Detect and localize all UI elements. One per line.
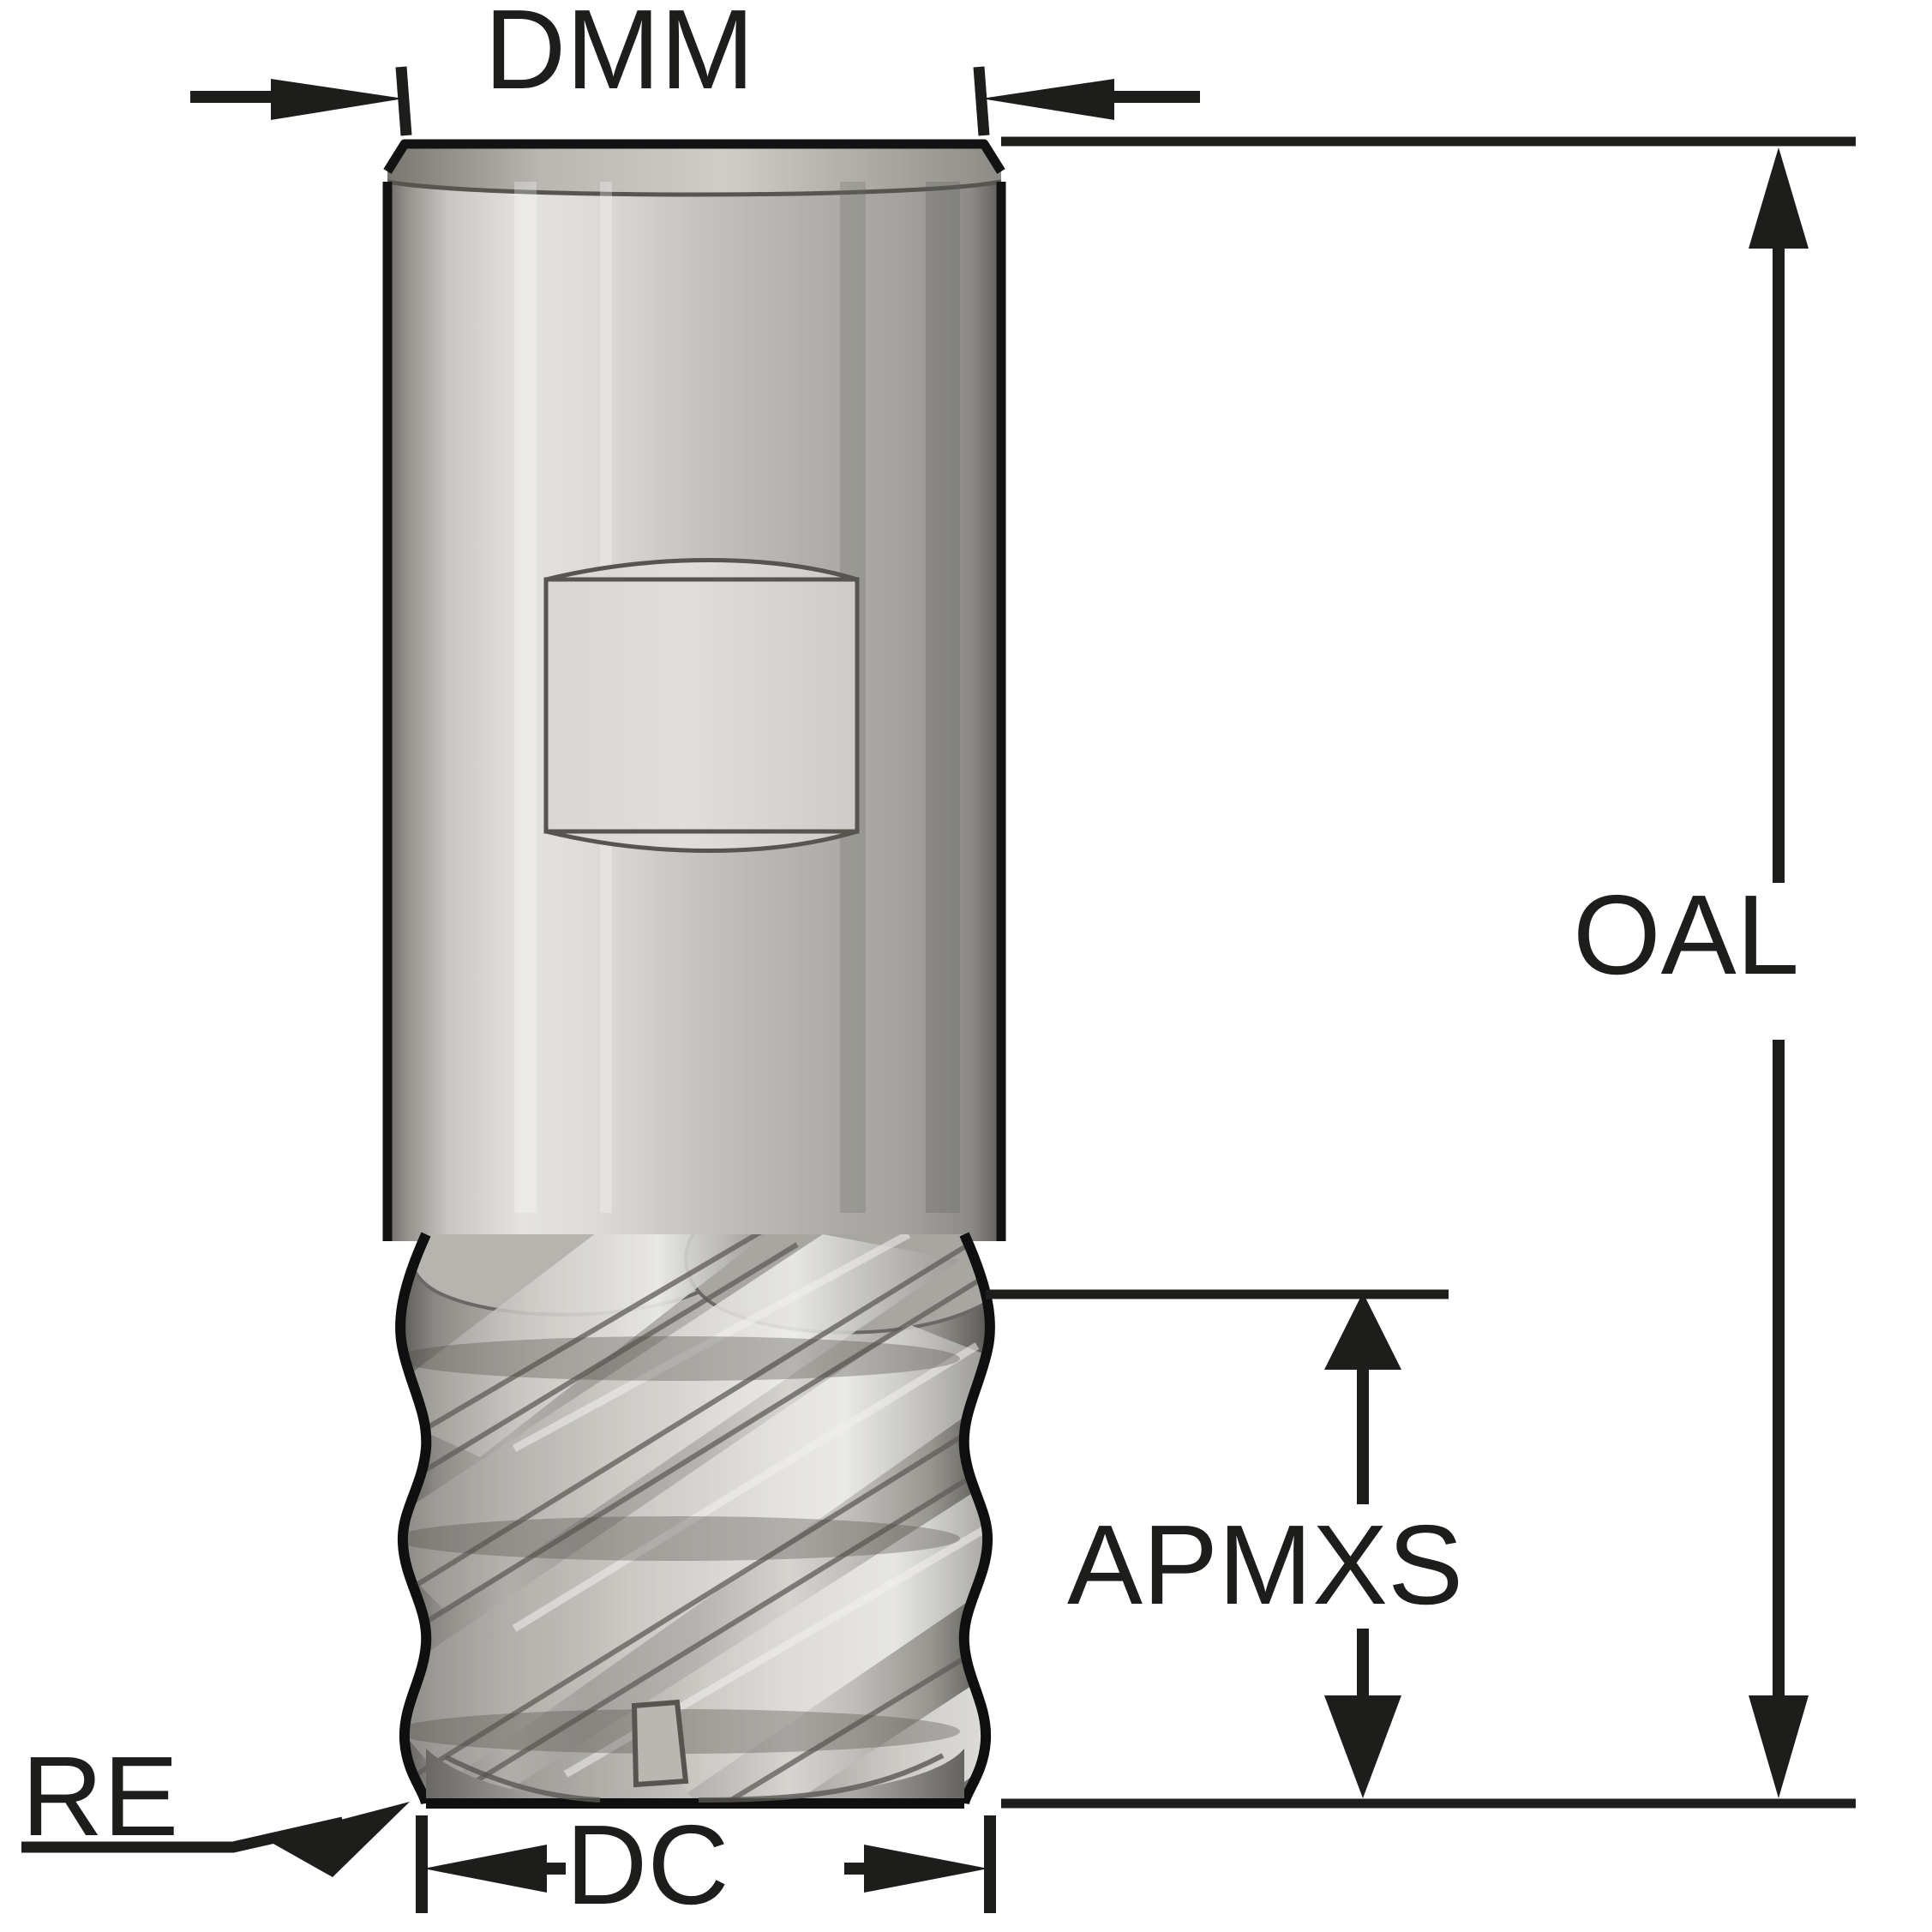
weldon-flat-bottom-curve <box>545 829 858 853</box>
dimension-dmm <box>190 66 1200 136</box>
weldon-flat-detail <box>543 558 860 853</box>
shank-top-face <box>387 144 1001 195</box>
dmm-extension-left <box>395 66 412 136</box>
tip-relief-lines <box>444 1753 945 1803</box>
apmxs-arrow-bottom <box>1324 1695 1401 1798</box>
flute-helix-group <box>400 1234 990 1803</box>
flute-groove-lines <box>400 1234 990 1803</box>
dc-arrow-left <box>423 1845 547 1893</box>
flute-right-profile <box>958 1232 995 1805</box>
dimension-apmxs <box>986 1289 1449 1798</box>
dimension-label-oal: OAL <box>1573 872 1800 998</box>
dimension-re <box>21 1802 410 1877</box>
weldon-flat-top-curve <box>545 558 858 582</box>
tool-cutting-tip <box>426 1699 964 1809</box>
oal-arrow-bottom <box>1749 1695 1809 1798</box>
helix-band-3 <box>400 1324 990 1783</box>
dimension-label-apmxs: APMXS <box>1067 1502 1464 1628</box>
flute-left-profile <box>395 1232 432 1805</box>
shank-top-ellipse-edge <box>387 179 1002 197</box>
tip-center-detail <box>631 1699 689 1788</box>
weldon-flat-outline <box>543 577 860 834</box>
dimension-label-dc: DC <box>566 1802 729 1928</box>
dimension-label-re: RE <box>21 1733 179 1859</box>
re-arrow <box>266 1802 410 1877</box>
apmxs-arrow-top <box>1324 1293 1401 1370</box>
helix-band-2 <box>400 1234 960 1611</box>
dimension-label-dmm: DMM <box>484 0 755 112</box>
helix-band-4 <box>480 1457 990 1803</box>
dimension-dc <box>416 1815 996 1913</box>
dc-arrow-right <box>864 1845 988 1893</box>
dmm-arrow-right <box>981 79 1114 120</box>
dmm-arrow-left <box>271 79 404 120</box>
tool-flute-section <box>395 1232 995 1805</box>
tip-end-face <box>426 1749 964 1803</box>
helix-band-5 <box>771 1629 990 1803</box>
shank-side-outline <box>382 182 1006 1241</box>
dmm-extension-right <box>973 66 990 136</box>
shank-top-outline <box>383 139 1005 174</box>
dimension-oal <box>1001 136 1856 1809</box>
weldon-flat-rect <box>546 579 857 831</box>
oal-arrow-top <box>1749 147 1809 249</box>
